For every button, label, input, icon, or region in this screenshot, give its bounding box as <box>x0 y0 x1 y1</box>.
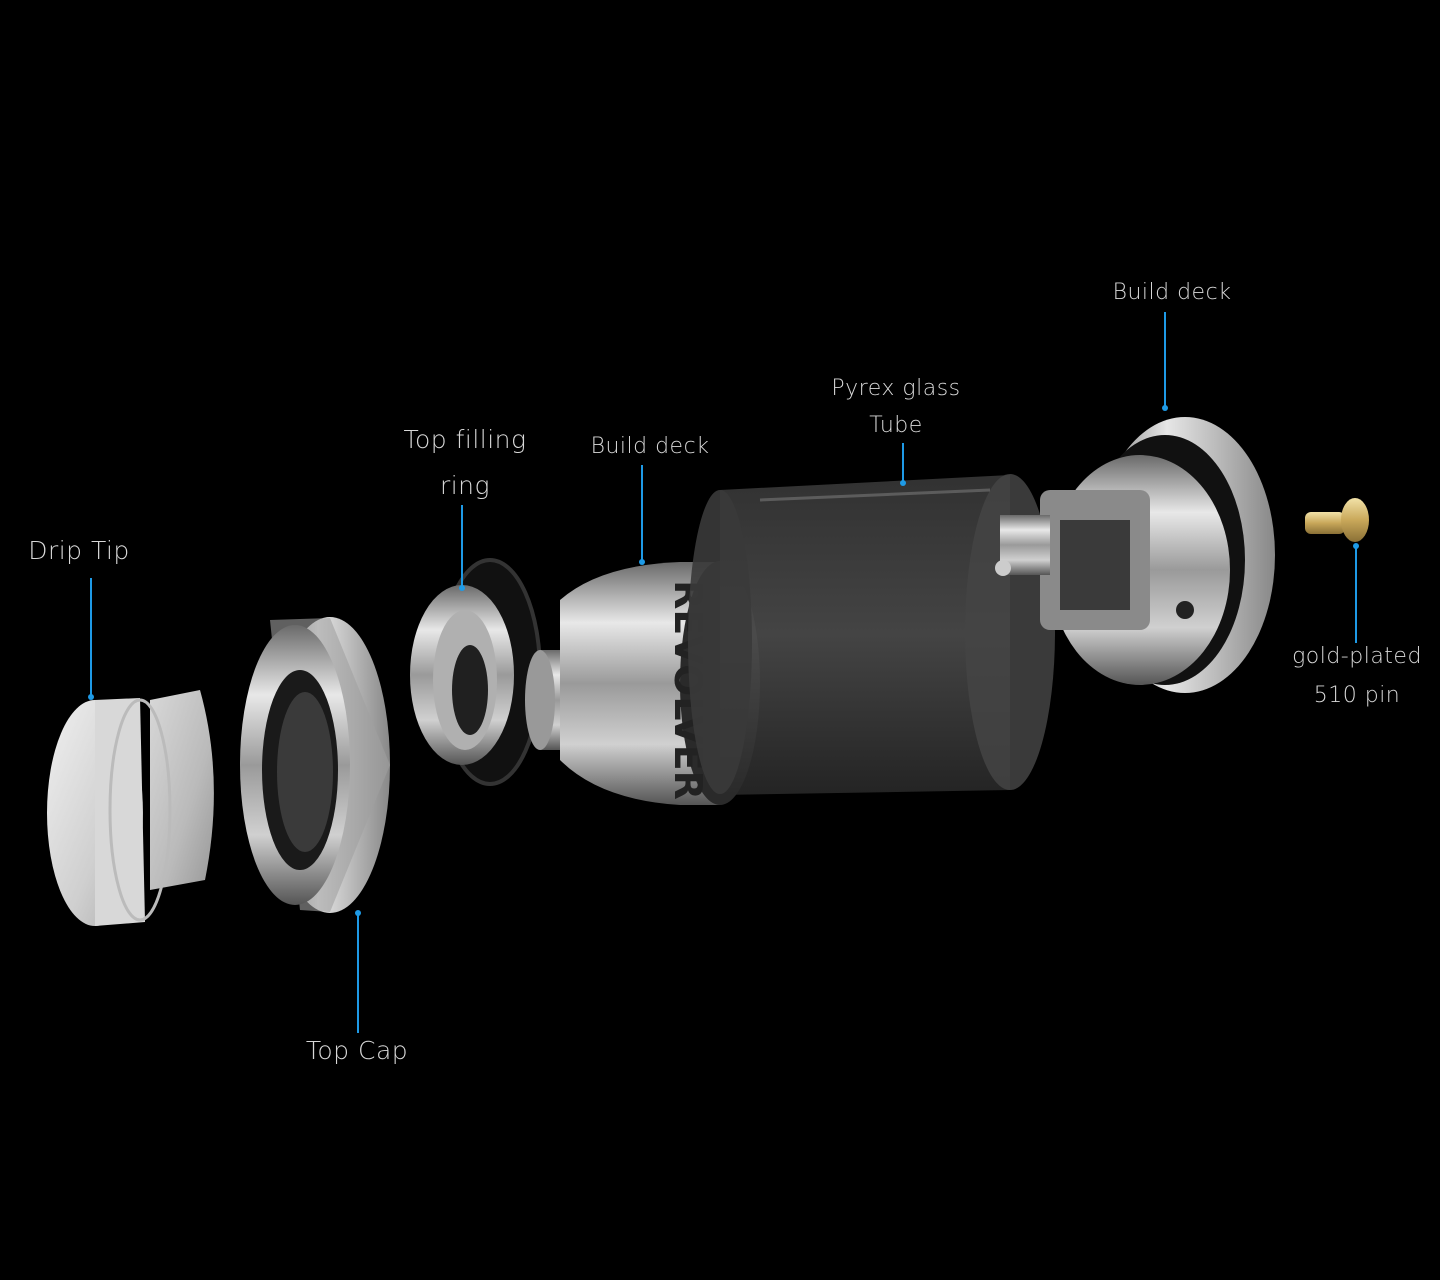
build-deck-right-part <box>995 417 1275 693</box>
label-build-deck-mid: Build deck <box>590 434 710 459</box>
top-cap-part <box>240 617 390 913</box>
drip-tip-part <box>47 690 214 926</box>
label-pyrex-line2: Tube <box>869 413 923 438</box>
label-pyrex-line1: Pyrex glass <box>831 376 961 401</box>
label-drip-tip: Drip Tip <box>28 536 130 565</box>
leader-lines <box>88 312 1359 1033</box>
510-pin-part <box>1305 498 1369 542</box>
pyrex-glass-tube-part <box>688 474 1055 795</box>
label-top-filling-ring-line1: Top filling <box>403 425 527 454</box>
label-pin-line1: gold-plated <box>1292 644 1422 669</box>
top-filling-ring-part <box>410 558 542 786</box>
label-build-deck-right: Build deck <box>1112 280 1232 305</box>
label-top-cap: Top Cap <box>305 1036 409 1065</box>
label-top-filling-ring-line2: ring <box>439 471 491 500</box>
label-pin-line2: 510 pin <box>1313 683 1401 708</box>
